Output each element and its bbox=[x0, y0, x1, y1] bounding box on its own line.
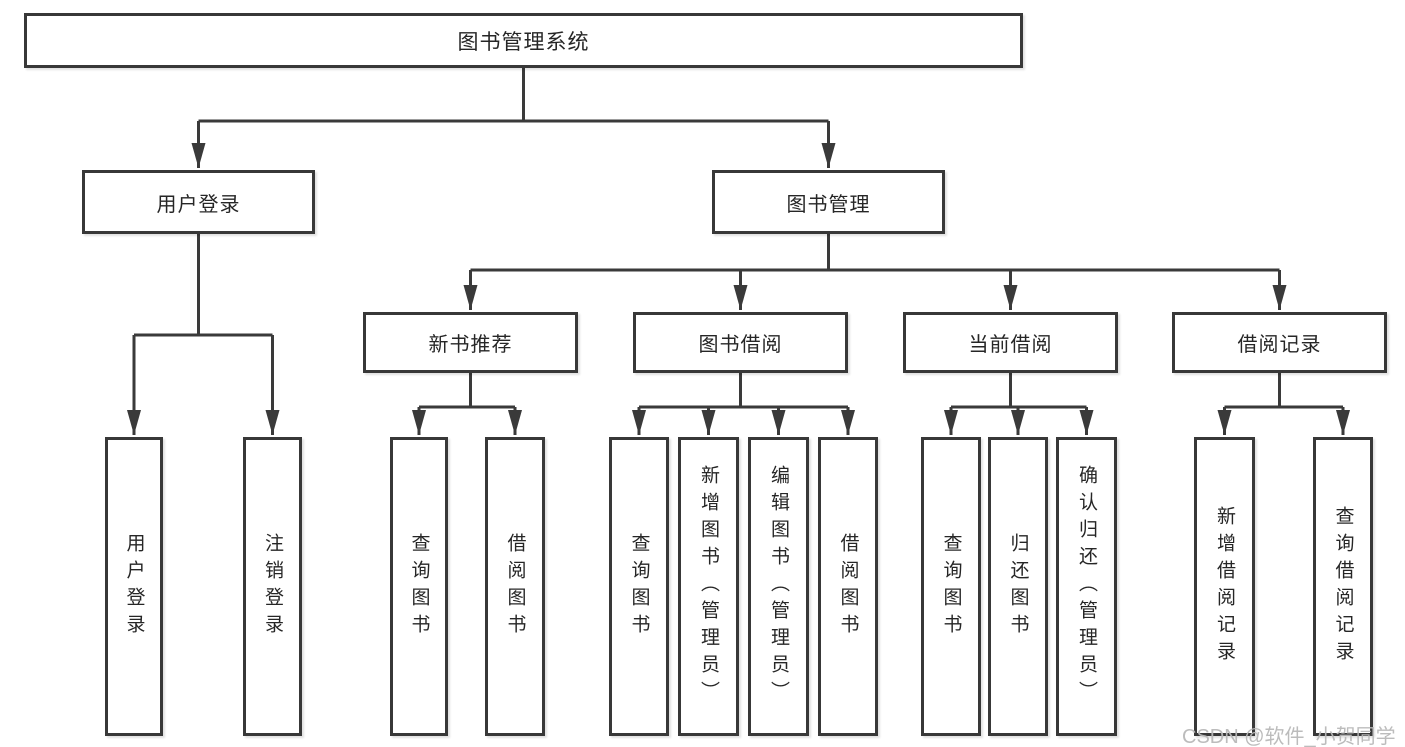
node-label: 图书管理 bbox=[786, 193, 871, 216]
leaf-user-login: 用户登录 bbox=[105, 437, 163, 736]
node-label: 借阅记录 bbox=[1237, 334, 1322, 356]
leaf-query-borrow-record: 查询借阅记录 bbox=[1313, 437, 1373, 736]
connector-recommend-leaves bbox=[419, 373, 515, 409]
node-label: 注销登录 bbox=[262, 532, 283, 641]
leaf-edit-book-admin: 编辑图书（管理员） bbox=[748, 437, 809, 736]
node-user-login: 用户登录 bbox=[82, 170, 315, 234]
node-label: 借阅图书 bbox=[837, 532, 859, 641]
connector-borrow-leaves bbox=[639, 373, 848, 409]
leaf-add-book-admin: 新增图书（管理员） bbox=[678, 437, 739, 736]
connector-records-leaves bbox=[1224, 373, 1343, 409]
node-label: 编辑图书（管理员） bbox=[768, 465, 789, 708]
connector-root-l2 bbox=[198, 68, 829, 123]
node-new-book-recommendation: 新书推荐 bbox=[363, 312, 578, 373]
node-label: 图书管理系统 bbox=[457, 30, 590, 54]
node-label: 当前借阅 bbox=[968, 334, 1053, 356]
node-label: 查询借阅记录 bbox=[1332, 505, 1354, 668]
node-label: 查询图书 bbox=[408, 532, 430, 641]
node-label: 借阅图书 bbox=[504, 532, 526, 641]
node-book-borrowing: 图书借阅 bbox=[633, 312, 848, 373]
node-label: 确认归还（管理员） bbox=[1076, 465, 1097, 708]
node-current-borrowing: 当前借阅 bbox=[903, 312, 1118, 373]
node-label: 图书借阅 bbox=[698, 334, 783, 356]
leaf-borrow-books-recommend: 借阅图书 bbox=[485, 437, 545, 736]
node-library-management-system: 图书管理系统 bbox=[24, 13, 1023, 68]
leaf-confirm-return-admin: 确认归还（管理员） bbox=[1056, 437, 1117, 736]
node-label: 用户登录 bbox=[156, 193, 241, 216]
leaf-add-borrow-record: 新增借阅记录 bbox=[1194, 437, 1255, 736]
node-label: 查询图书 bbox=[940, 532, 962, 641]
node-label: 新书推荐 bbox=[428, 334, 513, 356]
connector-login-leaves bbox=[134, 234, 273, 337]
leaf-borrow-books: 借阅图书 bbox=[818, 437, 878, 736]
node-label: 新增借阅记录 bbox=[1214, 505, 1235, 668]
leaf-query-books-current: 查询图书 bbox=[921, 437, 981, 736]
node-label: 用户登录 bbox=[123, 532, 145, 641]
node-label: 新增图书（管理员） bbox=[698, 465, 719, 708]
connector-bookmgmt-l3 bbox=[470, 234, 1280, 272]
leaf-query-books-borrow: 查询图书 bbox=[609, 437, 669, 736]
leaf-return-books: 归还图书 bbox=[988, 437, 1048, 736]
node-label: 查询图书 bbox=[628, 532, 650, 641]
leaf-logout: 注销登录 bbox=[243, 437, 302, 736]
node-borrowing-records: 借阅记录 bbox=[1172, 312, 1387, 373]
connector-current-leaves bbox=[951, 373, 1087, 409]
csdn-watermark: CSDN @软件_小贺同学 bbox=[1182, 726, 1396, 747]
node-label: 归还图书 bbox=[1007, 532, 1029, 641]
node-book-management: 图书管理 bbox=[712, 170, 945, 234]
leaf-query-books-recommend: 查询图书 bbox=[390, 437, 448, 736]
